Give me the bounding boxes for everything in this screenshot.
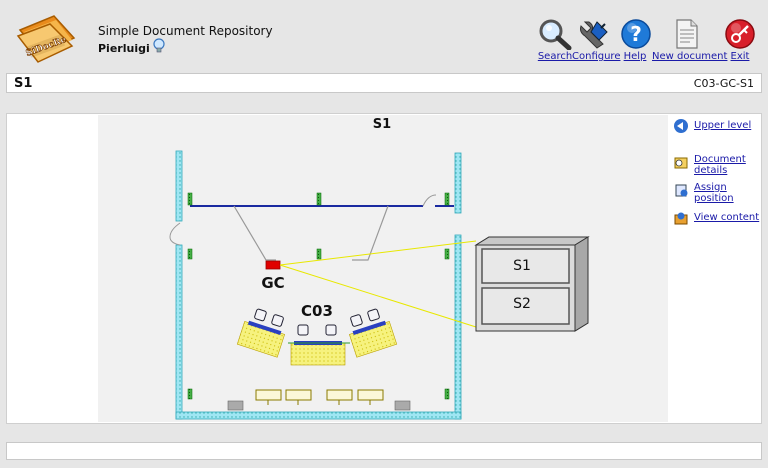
svg-text:?: ?	[630, 22, 642, 46]
app-logo: SiDocRe	[14, 10, 80, 68]
shelf-s1-label: S1	[513, 258, 531, 274]
desk-group	[236, 308, 398, 366]
search-label[interactable]: Search	[537, 51, 573, 62]
wall-left-top	[175, 150, 183, 222]
new-document-label[interactable]: New document	[652, 51, 728, 62]
help-icon: ?	[621, 19, 651, 49]
exit-icon	[725, 19, 755, 49]
new-document-button[interactable]: New document	[652, 18, 728, 62]
app-title: Simple Document Repository	[98, 24, 273, 38]
exit-label[interactable]: Exit	[730, 51, 750, 62]
document-icon	[676, 19, 698, 49]
search-button[interactable]: Search	[536, 18, 574, 62]
assign-position-icon	[675, 184, 688, 197]
user-name: Pierluigi	[98, 42, 150, 55]
gc-marker	[265, 260, 281, 270]
upper-level-link[interactable]: Upper level	[673, 118, 763, 134]
cabinet-3d: S1 S2	[474, 236, 590, 332]
document-details-icon	[674, 157, 688, 169]
floorplan-canvas[interactable]: S1 GC C03	[98, 115, 668, 422]
document-details-link[interactable]: Document details	[673, 154, 763, 178]
exit-button[interactable]: Exit	[724, 18, 756, 62]
assign-position-link[interactable]: Assign position	[673, 182, 763, 206]
wrench-icon	[580, 21, 608, 49]
search-icon	[539, 19, 572, 50]
upper-level-label[interactable]: Upper level	[694, 120, 752, 131]
title-bar: S1 C03-GC-S1	[6, 73, 762, 93]
footer-bar	[6, 442, 762, 460]
floorplan-title: S1	[373, 117, 391, 132]
wall-right-bottom	[454, 234, 462, 420]
wall-right-top	[454, 152, 462, 214]
wall-bottom	[175, 411, 462, 420]
configure-label[interactable]: Configure	[572, 51, 621, 62]
view-content-label[interactable]: View content	[694, 212, 760, 223]
shelf-s2-label: S2	[513, 296, 531, 312]
help-label[interactable]: Help	[623, 51, 647, 62]
page-title: S1	[14, 76, 33, 91]
configure-button[interactable]: Configure	[572, 18, 621, 62]
arrow-up-icon	[674, 119, 688, 133]
wall-left-bottom	[175, 244, 183, 420]
view-content-link[interactable]: View content	[673, 210, 763, 226]
view-content-icon	[674, 212, 688, 225]
assign-position-label[interactable]: Assign position	[694, 182, 734, 204]
gc-label: GC	[261, 274, 284, 292]
bottom-cabinets	[255, 389, 384, 405]
lightbulb-icon	[152, 38, 166, 58]
help-button[interactable]: ? Help	[620, 18, 651, 62]
document-details-label[interactable]: Document details	[694, 154, 746, 176]
location-code: C03-GC-S1	[693, 77, 754, 90]
floorplan-drawing: S1 GC C03	[169, 117, 590, 420]
room-label: C03	[301, 302, 333, 320]
